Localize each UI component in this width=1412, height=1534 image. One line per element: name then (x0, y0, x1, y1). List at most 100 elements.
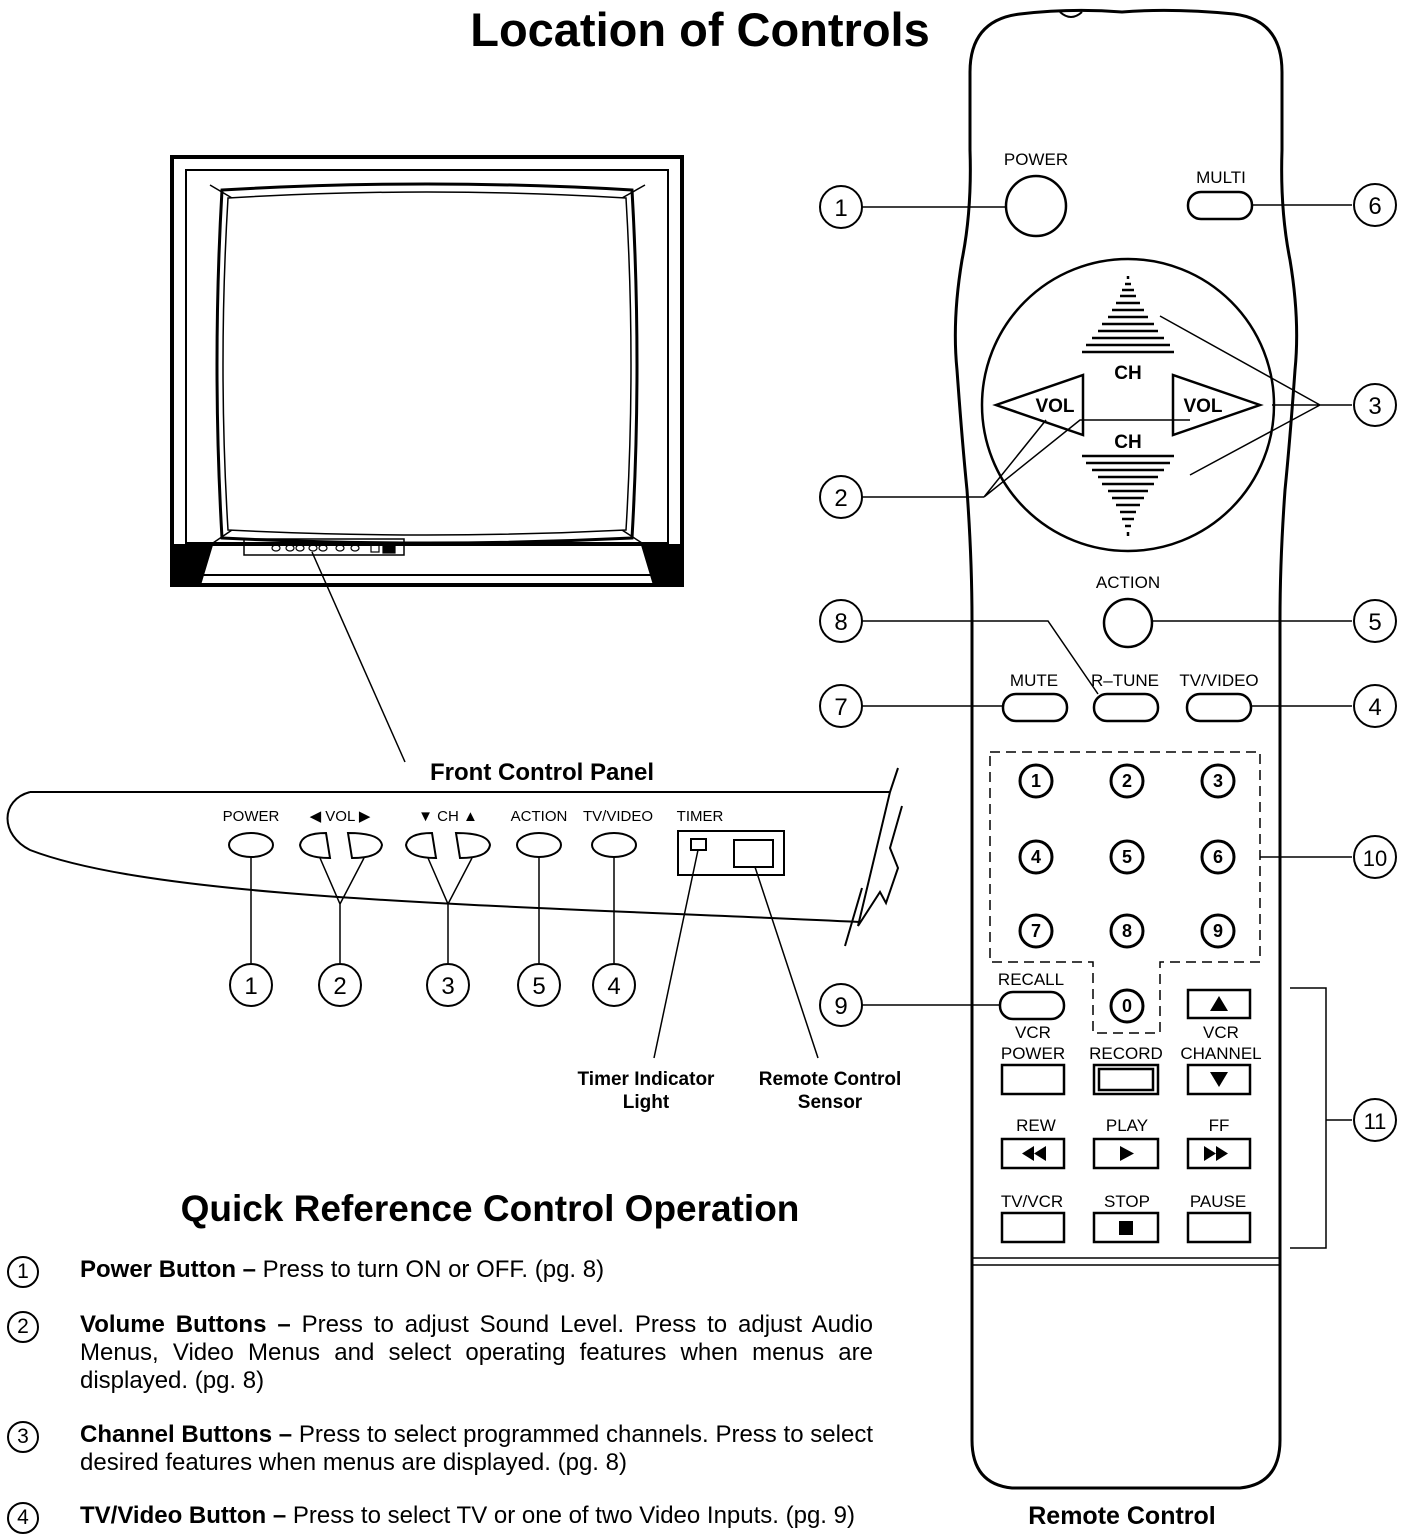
remote-mute-label: MUTE (1010, 671, 1058, 690)
item-text: Channel Buttons – Press to select progra… (80, 1421, 873, 1477)
remote-ch-down-button[interactable] (1082, 454, 1174, 536)
remote-vcr-power-label: VCR (1015, 1023, 1051, 1042)
triangle-down-icon (1210, 1072, 1228, 1087)
item-description: Press to adjust Sound Level. Press to ad… (80, 1311, 874, 1394)
panel-action-label: ACTION (511, 808, 568, 825)
remote-mute-button[interactable] (1001, 692, 1069, 723)
remote-tv-video-label: TV/VIDEO (1179, 671, 1258, 690)
remote-callout-10: 10 (1363, 846, 1387, 871)
remote-vcr-channel-label: VCR (1203, 1023, 1239, 1042)
item-number-badge: 1 (7, 1256, 39, 1288)
timer-light-label: Timer Indicator (578, 1069, 716, 1090)
remote-digit-3-button[interactable] (1200, 763, 1236, 799)
sensor-label-2: Sensor (798, 1092, 863, 1113)
remote-pause-button[interactable] (1186, 1211, 1252, 1244)
remote-leader-lines (862, 204, 1352, 1249)
item-text: TV/Video Button – Press to select TV or … (80, 1502, 873, 1530)
remote-digit-6-button[interactable] (1200, 839, 1236, 875)
panel-tv-video-button[interactable] (591, 832, 637, 858)
remote-digit-2-button[interactable] (1109, 763, 1145, 799)
panel-ch-up-button[interactable] (454, 831, 492, 860)
remote-multi-button[interactable] (1186, 190, 1254, 221)
page-title: Location of Controls (470, 3, 930, 56)
panel-ch-down-button[interactable] (404, 831, 438, 860)
panel-ch-label: ▼ CH ▲ (418, 808, 478, 825)
record-icon (1097, 1067, 1155, 1092)
remote-body (953, 8, 1299, 1490)
remote-tv-video-button[interactable] (1185, 692, 1253, 723)
digit-3-label: 3 (1213, 771, 1223, 791)
remote-action-label: ACTION (1096, 573, 1160, 592)
remote-digit-1-button[interactable] (1018, 763, 1054, 799)
remote-vcr-power-label-2: POWER (1001, 1044, 1065, 1063)
remote-callout-5: 5 (1368, 609, 1381, 636)
panel-action-button[interactable] (516, 832, 562, 858)
digit-5-label: 5 (1122, 847, 1132, 867)
rewind-icon (1022, 1146, 1046, 1161)
remote-button-glyphs (1022, 996, 1228, 1235)
remote-callout-1: 1 (834, 195, 847, 222)
front-panel-callouts: 1 2 3 5 4 (229, 963, 636, 1007)
panel-power-button[interactable] (228, 832, 274, 858)
remote-stop-label: STOP (1104, 1192, 1150, 1211)
remote-r-tune-label: R–TUNE (1091, 671, 1159, 690)
remote-callout-11: 11 (1364, 1109, 1387, 1134)
panel-vol-up-button[interactable] (346, 831, 384, 860)
tv-illustration (170, 155, 684, 587)
panel-vol-down-button[interactable] (298, 831, 332, 860)
digit-8-label: 8 (1122, 921, 1132, 941)
remote-callout-4: 4 (1368, 694, 1381, 721)
remote-ch-up-button[interactable] (1082, 276, 1174, 354)
remote-tv-vcr-button[interactable] (1000, 1211, 1066, 1244)
play-icon (1120, 1146, 1134, 1161)
digit-4-label: 4 (1031, 847, 1041, 867)
digit-6-label: 6 (1213, 847, 1223, 867)
item-name: Volume Buttons – (80, 1311, 291, 1338)
digit-7-label: 7 (1031, 921, 1041, 941)
remote-action-button[interactable] (1102, 597, 1154, 649)
remote-digit-9-button[interactable] (1200, 913, 1236, 949)
triangle-up-icon (1210, 996, 1228, 1011)
front-panel-heading: Front Control Panel (430, 759, 654, 786)
sensor-label: Remote Control (759, 1069, 902, 1090)
item-number-badge: 2 (7, 1311, 39, 1343)
panel-power-label: POWER (223, 808, 280, 825)
remote-callout-6: 6 (1368, 193, 1381, 220)
remote-play-label: PLAY (1106, 1116, 1148, 1135)
remote-power-label: POWER (1004, 150, 1068, 169)
panel-timer-label: TIMER (677, 808, 724, 825)
remote-multi-label: MULTI (1196, 168, 1246, 187)
remote-vol-right-button[interactable] (1171, 373, 1264, 437)
remote-ch-up-label: CH (1114, 363, 1141, 384)
item-name: Channel Buttons – (80, 1421, 293, 1448)
panel-callout-5: 5 (532, 973, 545, 1000)
remote-pause-label: PAUSE (1190, 1192, 1246, 1211)
item-text: Volume Buttons – Press to adjust Sound L… (80, 1311, 873, 1395)
front-panel-body (6, 767, 903, 947)
item-description: Press to turn ON or OFF. (pg. 8) (256, 1256, 605, 1283)
remote-vol-left-button[interactable] (992, 373, 1085, 437)
remote-recall-button[interactable] (998, 990, 1066, 1021)
remote-callout-9: 9 (834, 993, 847, 1020)
remote-digit-4-button[interactable] (1018, 839, 1054, 875)
remote-callout-2: 2 (834, 485, 847, 512)
remote-tv-vcr-label: TV/VCR (1001, 1192, 1063, 1211)
panel-callout-1: 1 (244, 973, 257, 1000)
digit-2-label: 2 (1122, 771, 1132, 791)
remote-vcr-power-button[interactable] (1000, 1063, 1066, 1096)
item-description: Press to select programmed channels. Pre… (80, 1421, 873, 1476)
panel-callout-3: 3 (441, 973, 454, 1000)
remote-r-tune-button[interactable] (1092, 692, 1160, 723)
quick-reference-title: Quick Reference Control Operation (180, 1188, 800, 1229)
remote-vcr-channel-label-2: CHANNEL (1180, 1044, 1261, 1063)
remote-digit-5-button[interactable] (1109, 839, 1145, 875)
remote-power-button[interactable] (1004, 174, 1068, 238)
digit-9-label: 9 (1213, 921, 1223, 941)
item-name: TV/Video Button – (80, 1502, 287, 1529)
panel-vol-label: ◀ VOL ▶ (310, 808, 371, 825)
remote-digit-8-button[interactable] (1109, 913, 1145, 949)
remote-digit-0-button[interactable] (1109, 988, 1145, 1024)
item-number-badge: 3 (7, 1421, 39, 1453)
remote-digit-7-button[interactable] (1018, 913, 1054, 949)
